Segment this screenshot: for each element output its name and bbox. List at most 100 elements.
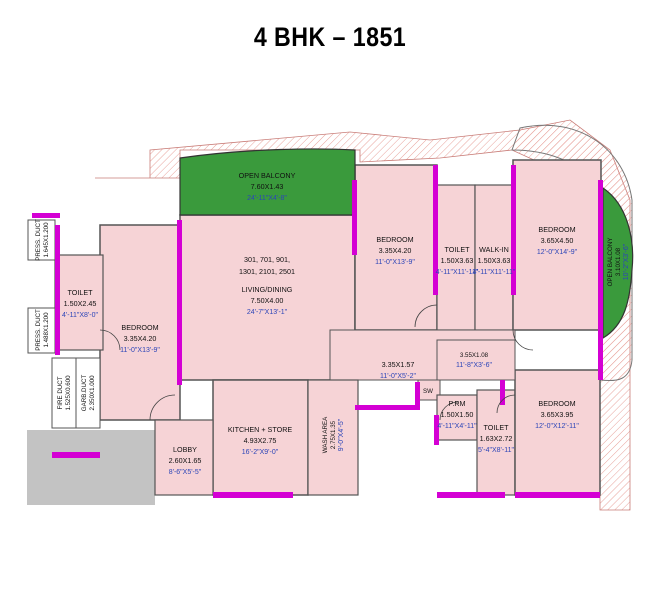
svg-text:KITCHEN + STORE: KITCHEN + STORE: [228, 425, 293, 434]
svg-text:2.60X1.65: 2.60X1.65: [169, 456, 202, 465]
svg-text:24'-7"X13'-1": 24'-7"X13'-1": [247, 309, 288, 316]
svg-text:11'-0"X13'-9": 11'-0"X13'-9": [375, 259, 415, 266]
svg-text:BEDROOM: BEDROOM: [538, 399, 575, 408]
svg-text:1301, 2101, 2501: 1301, 2101, 2501: [239, 267, 295, 276]
room-toilet-center: [436, 184, 476, 331]
label-bedroom-left: BEDROOM 3.35X4.20 11'-0"X13'-9": [120, 323, 160, 354]
room-bedroom-right: [512, 159, 602, 331]
label-open-balcony-top: OPEN BALCONY 7.60X1.43 24'-11"X4'-8": [239, 171, 296, 202]
svg-text:4.93X2.75: 4.93X2.75: [244, 436, 277, 445]
room-bedroom-bottom: [514, 369, 601, 496]
label-kitchen: KITCHEN + STORE 4.93X2.75 16'-2"X9'-0": [228, 425, 293, 456]
label-prm: P.RM 1.50X1.50 4'-11"X4'-11": [437, 399, 477, 430]
svg-text:2.350X1.000: 2.350X1.000: [89, 375, 96, 411]
svg-text:PRESS. DUCT: PRESS. DUCT: [35, 309, 42, 351]
svg-text:4'-11"X8'-0": 4'-11"X8'-0": [62, 312, 98, 319]
label-toilet-center: TOILET 1.50X3.63 4'-11"X11'-11": [436, 245, 479, 276]
svg-text:3.55X1.08: 3.55X1.08: [460, 352, 489, 359]
label-sw: SW: [423, 388, 433, 395]
svg-text:SW: SW: [423, 388, 433, 395]
room-walkin: [474, 184, 514, 331]
svg-text:11'-0"X5'-2": 11'-0"X5'-2": [380, 373, 416, 380]
label-wash-area: WASH AREA 2.75X1.35 9'-0"X4'-5": [322, 416, 345, 453]
svg-text:1.50X2.45: 1.50X2.45: [64, 299, 97, 308]
svg-text:OPEN BALCONY: OPEN BALCONY: [239, 171, 296, 180]
svg-text:PRESS. DUCT: PRESS. DUCT: [35, 219, 42, 261]
svg-text:3.35X4.20: 3.35X4.20: [124, 334, 157, 343]
svg-text:1.645X1.200: 1.645X1.200: [43, 222, 50, 258]
label-bedroom-right: BEDROOM 3.65X4.50 12'-0"X14'-9": [537, 225, 578, 256]
svg-text:12'-0"X12'-11": 12'-0"X12'-11": [535, 423, 579, 430]
label-press-duct-1: PRESS. DUCT 1.645X1.200: [35, 219, 50, 261]
svg-text:12'-0"X14'-9": 12'-0"X14'-9": [537, 249, 578, 256]
svg-text:9'-0"X4'-5": 9'-0"X4'-5": [338, 418, 345, 451]
lift-lobby-shaft: [27, 430, 155, 505]
label-press-duct-2: PRESS. DUCT 1.488X1.200: [35, 309, 50, 351]
room-prm: [436, 394, 478, 441]
svg-text:P.RM: P.RM: [448, 399, 465, 408]
svg-text:LOBBY: LOBBY: [173, 445, 197, 454]
svg-text:7.50X4.00: 7.50X4.00: [251, 296, 284, 305]
svg-text:3.35X4.20: 3.35X4.20: [379, 246, 412, 255]
label-toilet-bottom: TOILET 1.63X2.72 5'-4"X8'-11": [478, 423, 514, 454]
label-toilet-left: TOILET 1.50X2.45 4'-11"X8'-0": [62, 288, 98, 319]
plan-title: 4 BHK – 1851: [253, 22, 407, 52]
svg-text:4'-11"X4'-11": 4'-11"X4'-11": [437, 423, 477, 430]
room-bedroom-center: [354, 164, 438, 331]
svg-text:BEDROOM: BEDROOM: [538, 225, 575, 234]
label-living: 301, 701, 901, 1301, 2101, 2501 LIVING/D…: [239, 255, 295, 316]
label-fire-duct: FIRE DUCT 1.525X0.600: [57, 375, 72, 411]
svg-text:7.60X1.43: 7.60X1.43: [251, 182, 284, 191]
label-open-balcony-right: OPEN BALCONY 3.10X1.08 10'-2"X3'-6": [607, 238, 630, 287]
svg-text:11'-8"X3'-6": 11'-8"X3'-6": [456, 362, 492, 369]
room-living: [179, 214, 356, 381]
svg-text:301, 701, 901,: 301, 701, 901,: [244, 255, 290, 264]
svg-text:1.488X1.200: 1.488X1.200: [43, 312, 50, 348]
svg-text:1.50X1.50: 1.50X1.50: [441, 410, 474, 419]
svg-text:10'-2"X3'-6": 10'-2"X3'-6": [623, 243, 630, 280]
label-passage-right: 3.55X1.08 11'-8"X3'-6": [456, 352, 492, 369]
fire-duct: [51, 357, 77, 429]
svg-text:8'-6"X5'-5": 8'-6"X5'-5": [169, 469, 202, 476]
room-bedroom-left: [99, 224, 181, 421]
svg-text:1.525X0.600: 1.525X0.600: [65, 375, 72, 411]
accent-walls: [32, 165, 603, 498]
room-wash-area: [307, 379, 359, 496]
svg-text:2.75X1.35: 2.75X1.35: [330, 420, 337, 449]
label-garb-duct: GARB.DUCT 2.350X1.000: [81, 375, 96, 412]
garb-duct: [75, 357, 101, 429]
svg-text:OPEN BALCONY: OPEN BALCONY: [607, 238, 614, 287]
svg-text:WASH AREA: WASH AREA: [322, 416, 329, 453]
label-lobby: LOBBY 2.60X1.65 8'-6"X5'-5": [169, 445, 202, 476]
label-bedroom-center: BEDROOM 3.35X4.20 11'-0"X13'-9": [375, 235, 415, 266]
svg-text:TOILET: TOILET: [483, 423, 509, 432]
label-passage: 3.35X1.57 11'-0"X5'-2": [380, 360, 416, 380]
open-balcony-top: [179, 148, 356, 216]
room-kitchen: [212, 379, 309, 496]
svg-text:3.65X3.95: 3.65X3.95: [541, 410, 574, 419]
svg-text:LIVING/DINING: LIVING/DINING: [242, 285, 293, 294]
svg-text:GARB.DUCT: GARB.DUCT: [81, 375, 88, 412]
svg-text:3.35X1.57: 3.35X1.57: [382, 360, 415, 369]
svg-text:3.65X4.50: 3.65X4.50: [541, 236, 574, 245]
svg-text:BEDROOM: BEDROOM: [121, 323, 158, 332]
svg-text:FIRE DUCT: FIRE DUCT: [57, 376, 64, 409]
room-passage-right: [436, 339, 516, 381]
svg-text:11'-0"X13'-9": 11'-0"X13'-9": [120, 347, 160, 354]
svg-text:BEDROOM: BEDROOM: [376, 235, 413, 244]
svg-text:4'-11"X11'-11": 4'-11"X11'-11": [473, 269, 516, 276]
label-walkin: WALK-IN 1.50X3.63 4'-11"X11'-11": [473, 245, 516, 276]
open-balcony-right: [602, 186, 634, 340]
svg-text:TOILET: TOILET: [67, 288, 93, 297]
svg-text:TOILET: TOILET: [444, 245, 470, 254]
svg-text:1.50X3.63: 1.50X3.63: [441, 256, 474, 265]
svg-text:3.10X1.08: 3.10X1.08: [615, 247, 622, 276]
svg-text:5'-4"X8'-11": 5'-4"X8'-11": [478, 447, 514, 454]
svg-text:16'-2"X9'-0": 16'-2"X9'-0": [242, 449, 279, 456]
svg-text:4'-11"X11'-11": 4'-11"X11'-11": [436, 269, 479, 276]
press-duct-1: [27, 219, 56, 261]
svg-text:24'-11"X4'-8": 24'-11"X4'-8": [247, 195, 287, 202]
svg-text:WALK-IN: WALK-IN: [479, 245, 509, 254]
label-bedroom-bottom: BEDROOM 3.65X3.95 12'-0"X12'-11": [535, 399, 579, 430]
